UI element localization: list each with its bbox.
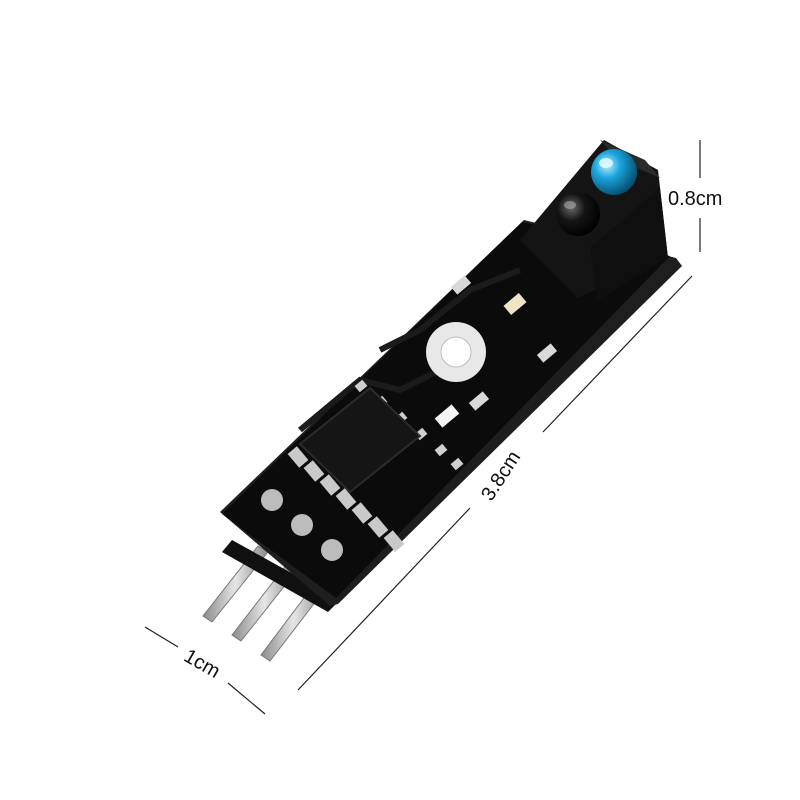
- photodiode: [556, 192, 600, 236]
- ic-chip: [287, 386, 422, 552]
- height-dimension-label: 0.8cm: [668, 188, 723, 210]
- pin-header-plastic: [222, 540, 340, 612]
- length-dimension-upper: [542, 275, 693, 433]
- solder-pads: [261, 489, 343, 561]
- width-dimension-right: [227, 682, 266, 715]
- mounting-hole: [426, 322, 486, 382]
- pcb-trace: [298, 367, 442, 433]
- pcb-trace: [378, 267, 522, 353]
- length-dimension-lower: [297, 507, 471, 691]
- width-dimension-left: [144, 626, 179, 648]
- ir-sensor-housing: [520, 140, 668, 300]
- ir-led: [591, 149, 637, 195]
- dimension-lines: [144, 140, 701, 715]
